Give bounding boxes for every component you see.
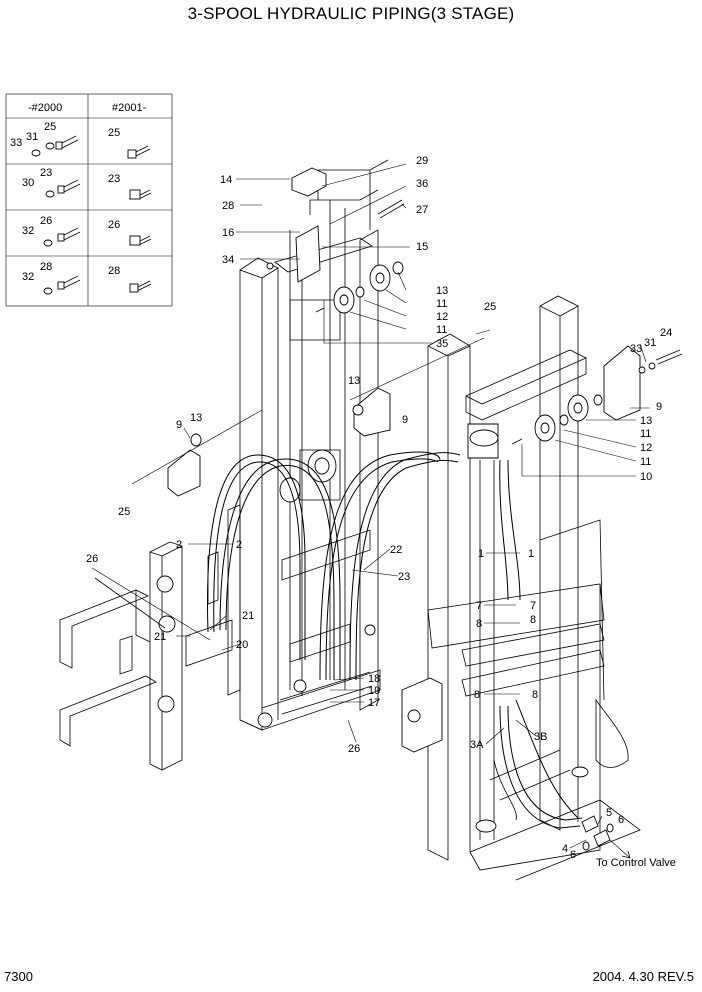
callout-22: 22 <box>390 544 402 556</box>
callout-25: 25 <box>118 506 130 518</box>
left-hose-group <box>207 451 461 681</box>
callout-15: 15 <box>416 241 428 253</box>
callout-21: 21 <box>154 631 166 643</box>
callout-7: 7 <box>476 600 482 612</box>
callout-1: 1 <box>478 548 484 560</box>
table-label: 28 <box>40 261 52 273</box>
callout-3a: 3A <box>470 739 484 751</box>
table-label: 31 <box>26 131 38 143</box>
callout-14: 14 <box>220 174 232 186</box>
callout-31: 31 <box>644 337 656 349</box>
callout-6: 6 <box>618 814 624 826</box>
callout-3b: 3B <box>534 731 547 743</box>
callout-6: 6 <box>570 849 576 861</box>
control-valve-note: To Control Valve <box>596 857 676 869</box>
callout-25: 25 <box>484 301 496 313</box>
callout-9: 9 <box>402 414 408 426</box>
table-label: 26 <box>108 219 120 231</box>
left-mast-assembly <box>239 159 405 731</box>
callout-20: 20 <box>236 639 248 651</box>
callout-13: 13 <box>190 412 202 424</box>
right-mast-assembly <box>167 295 683 881</box>
table-label: 23 <box>40 167 52 179</box>
callout-7: 7 <box>530 600 536 612</box>
callout-9: 9 <box>656 401 662 413</box>
serial-table: -#2000 #2001- 33 31 25 25 30 23 23 32 26… <box>5 93 173 307</box>
callout-11: 11 <box>436 324 447 336</box>
callout-21: 21 <box>242 610 254 622</box>
page-number: 7300 <box>4 969 33 984</box>
callout-8: 8 <box>532 689 538 701</box>
callout-8: 8 <box>530 614 536 626</box>
callout-27: 27 <box>416 204 428 216</box>
callout-1: 1 <box>528 548 534 560</box>
callout-29: 29 <box>416 155 428 167</box>
table-header-before: -#2000 <box>28 102 62 114</box>
bolt-icon <box>31 135 152 295</box>
table-header-after: #2001- <box>112 102 147 114</box>
callout-26: 26 <box>86 553 98 565</box>
table-label: 23 <box>108 173 120 185</box>
callout-12: 12 <box>436 311 448 323</box>
table-label: 28 <box>108 265 120 277</box>
callout-33: 33 <box>630 343 642 355</box>
table-label: 32 <box>22 271 34 283</box>
callout-17: 17 <box>368 697 380 709</box>
callout-28: 28 <box>222 200 234 212</box>
table-label: 32 <box>22 225 34 237</box>
callout-23: 23 <box>398 571 410 583</box>
callout-36: 36 <box>416 178 428 190</box>
callout-26: 26 <box>348 743 360 755</box>
callout-12: 12 <box>640 442 652 454</box>
table-label: 25 <box>108 127 120 139</box>
callout-labels: 14 28 16 34 29 36 27 15 13 11 12 11 35 2… <box>86 155 676 869</box>
callout-11: 11 <box>640 456 651 468</box>
callout-13: 13 <box>436 285 448 297</box>
callout-19: 19 <box>368 685 380 697</box>
callout-34: 34 <box>222 254 234 266</box>
table-label: 30 <box>22 177 34 189</box>
callout-18: 18 <box>368 673 380 685</box>
table-label: 25 <box>44 121 56 133</box>
callout-13: 13 <box>640 415 652 427</box>
callout-2: 2 <box>176 539 182 551</box>
callout-13: 13 <box>348 375 360 387</box>
revision-date: 2004. 4.30 REV.5 <box>592 969 694 984</box>
callout-2: 2 <box>236 539 242 551</box>
callout-9: 9 <box>176 419 182 431</box>
callout-8: 8 <box>474 689 480 701</box>
callout-5: 5 <box>606 807 612 819</box>
callout-4: 4 <box>562 843 568 855</box>
carriage-assembly <box>59 504 241 771</box>
callout-24: 24 <box>660 327 672 339</box>
callout-8: 8 <box>476 618 482 630</box>
table-label: 33 <box>10 137 22 149</box>
callout-11: 11 <box>436 298 447 310</box>
callout-16: 16 <box>222 227 234 239</box>
leader-lines <box>91 163 650 849</box>
callout-35: 35 <box>436 338 448 350</box>
callout-11: 11 <box>640 428 651 440</box>
callout-10: 10 <box>640 471 652 483</box>
page-title: 3-SPOOL HYDRAULIC PIPING(3 STAGE) <box>187 4 515 23</box>
table-label: 26 <box>40 215 52 227</box>
